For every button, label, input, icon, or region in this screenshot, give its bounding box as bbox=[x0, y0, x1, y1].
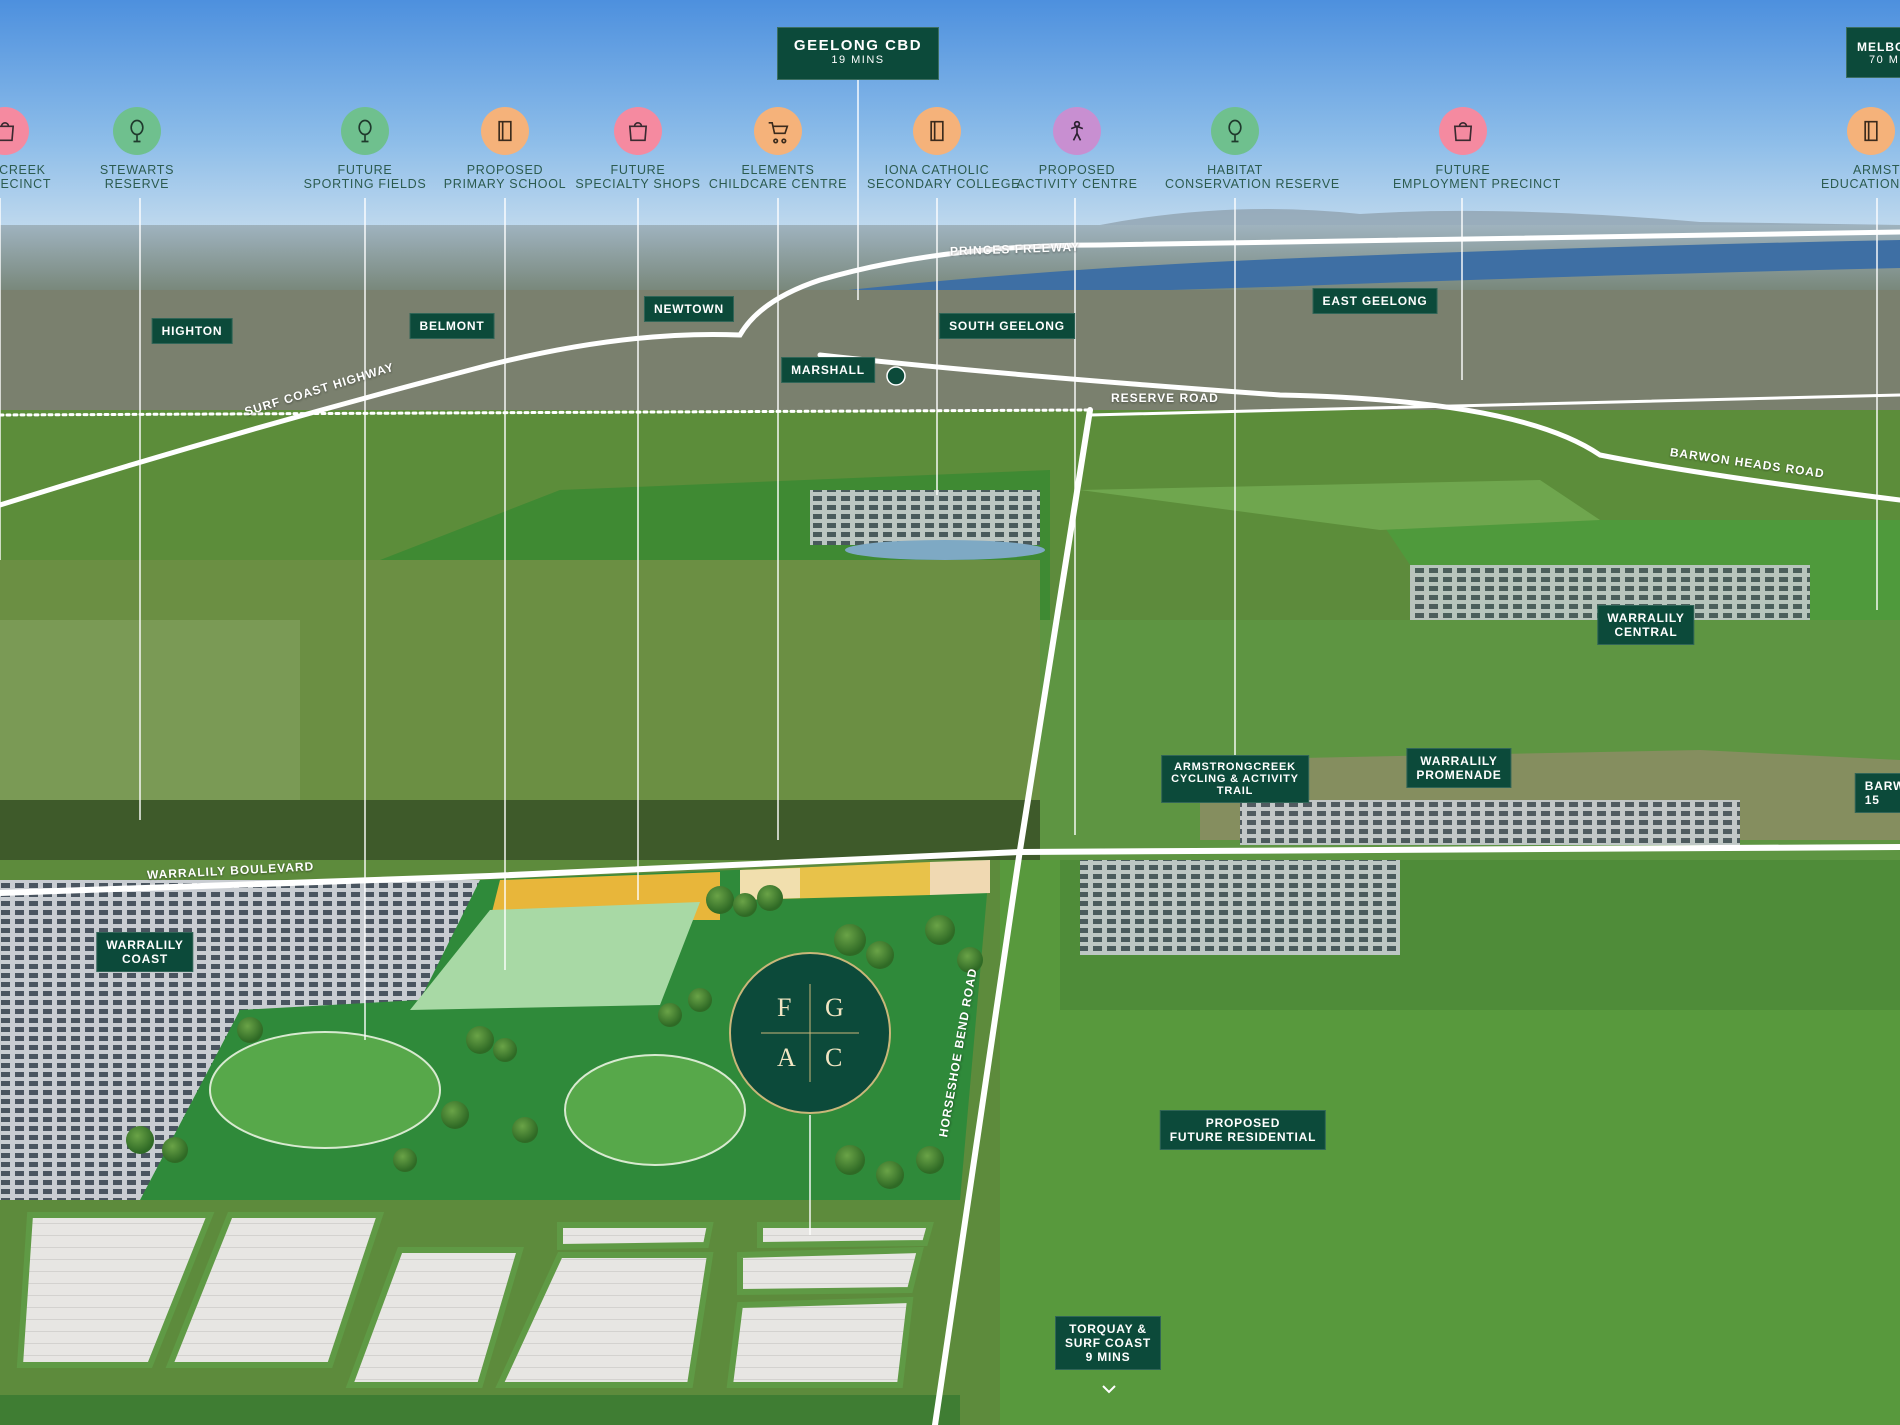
poi-line2: EMPLOYMENT PRECINCT bbox=[1393, 177, 1561, 191]
label-highton[interactable]: HIGHTON bbox=[151, 318, 233, 344]
book-icon bbox=[1864, 120, 1878, 142]
melbourne-label[interactable]: MELBO 70 MI bbox=[1846, 27, 1900, 78]
poi-circle bbox=[1847, 107, 1895, 155]
activity-icon bbox=[1070, 120, 1084, 141]
poi-line2: ACTIVITY CENTRE bbox=[1016, 177, 1138, 191]
label-armstrongcreek-trail[interactable]: ARMSTRONGCREEK CYCLING & ACTIVITY TRAIL bbox=[1161, 755, 1309, 803]
poi-proposed-activity-centre[interactable]: PROPOSED ACTIVITY CENTRE bbox=[1007, 107, 1147, 191]
poi-line2: EDUCATION PR bbox=[1821, 177, 1900, 191]
poi-stewarts-reserve[interactable]: STEWARTS RESERVE bbox=[67, 107, 207, 191]
poi-future-employment-precinct[interactable]: FUTURE EMPLOYMENT PRECINCT bbox=[1393, 107, 1561, 191]
poi-line1: ONG CREEK bbox=[0, 163, 46, 177]
poi-line1: FUTURE bbox=[337, 163, 393, 177]
poi-line2: CHILDCARE CENTRE bbox=[708, 177, 848, 191]
poi-circle bbox=[614, 107, 662, 155]
poi-elements-childcare[interactable]: ELEMENTS CHILDCARE CENTRE bbox=[708, 107, 848, 191]
logo-cross bbox=[761, 984, 859, 1082]
label-proposed-future-residential[interactable]: PROPOSED FUTURE RESIDENTIAL bbox=[1159, 1110, 1327, 1150]
poi-line2: PRIMARY SCHOOL bbox=[443, 177, 567, 191]
poi-circle bbox=[913, 107, 961, 155]
book-icon bbox=[498, 120, 512, 142]
geelong-cbd-label[interactable]: GEELONG CBD 19 MINS bbox=[777, 27, 939, 80]
logo-letter-f: F bbox=[777, 993, 793, 1022]
poi-line2: SPORTING FIELDS bbox=[303, 177, 427, 191]
poi-circle bbox=[754, 107, 802, 155]
poi-line1: FUTURE bbox=[1435, 163, 1491, 177]
poi-armstrong-education[interactable]: ARMSTRONG EDUCATION PR bbox=[1817, 107, 1900, 191]
logo-letter-a: A bbox=[777, 1043, 797, 1072]
poi-circle bbox=[341, 107, 389, 155]
label-warralily-promenade[interactable]: WARRALILY PROMENADE bbox=[1406, 748, 1512, 788]
poi-line2: CONSERVATION RESERVE bbox=[1165, 177, 1340, 191]
label-newtown[interactable]: NEWTOWN bbox=[643, 296, 735, 322]
melbourne-time: 70 MI bbox=[1869, 54, 1900, 66]
poi-habitat-conservation-reserve[interactable]: HABITAT CONSERVATION RESERVE bbox=[1165, 107, 1340, 191]
label-torquay-surf-coast[interactable]: TORQUAY & SURF COAST 9 MINS bbox=[1055, 1316, 1161, 1370]
poi-circle bbox=[113, 107, 161, 155]
melbourne-title: MELBO bbox=[1857, 40, 1900, 54]
poi-proposed-primary-school[interactable]: PROPOSED PRIMARY SCHOOL bbox=[435, 107, 575, 191]
label-south-geelong[interactable]: SOUTH GEELONG bbox=[939, 313, 1075, 339]
poi-retail-precinct[interactable]: ONG CREEK ER PRECINCT bbox=[0, 107, 75, 191]
shopping-bag-icon bbox=[1453, 122, 1473, 142]
geelong-cbd-title: GEELONG CBD bbox=[793, 37, 923, 54]
poi-circle bbox=[1439, 107, 1487, 155]
tree-icon bbox=[358, 119, 372, 143]
label-belmont[interactable]: BELMONT bbox=[409, 313, 495, 339]
tree-icon bbox=[1228, 119, 1242, 143]
shopping-bag-icon bbox=[628, 122, 648, 142]
tree-icon bbox=[130, 119, 144, 143]
chevron-down-icon bbox=[1102, 1385, 1116, 1394]
pram-icon bbox=[768, 122, 789, 144]
poi-circle bbox=[1211, 107, 1259, 155]
poi-line1: PROPOSED bbox=[1038, 163, 1116, 177]
poi-circle bbox=[0, 107, 29, 155]
poi-line1: ELEMENTS bbox=[741, 163, 815, 177]
road-reserve-road: RESERVE ROAD bbox=[1111, 391, 1219, 405]
label-warralily-central[interactable]: WARRALILY CENTRAL bbox=[1597, 605, 1695, 645]
poi-future-specialty-shops[interactable]: FUTURE SPECIALTY SHOPS bbox=[568, 107, 708, 191]
poi-future-sporting-fields[interactable]: FUTURE SPORTING FIELDS bbox=[295, 107, 435, 191]
label-warralily-coast[interactable]: WARRALILY COAST bbox=[96, 932, 194, 972]
poi-line1: STEWARTS bbox=[99, 163, 175, 177]
poi-circle bbox=[481, 107, 529, 155]
fgac-logo: F G A C bbox=[729, 952, 891, 1114]
poi-iona-catholic-college[interactable]: IONA CATHOLIC SECONDARY COLLEGE bbox=[867, 107, 1021, 191]
poi-line1: PROPOSED bbox=[466, 163, 544, 177]
poi-line2: RESERVE bbox=[104, 177, 170, 191]
label-marshall[interactable]: MARSHALL bbox=[781, 357, 875, 383]
poi-line1: IONA CATHOLIC bbox=[884, 163, 990, 177]
poi-line2: SECONDARY COLLEGE bbox=[867, 177, 1021, 191]
shopping-bag-icon bbox=[0, 122, 15, 142]
label-barwon[interactable]: BARWO 15 bbox=[1854, 773, 1900, 813]
poi-circle bbox=[1053, 107, 1101, 155]
logo-letter-g: G bbox=[825, 993, 845, 1022]
label-east-geelong[interactable]: EAST GEELONG bbox=[1312, 288, 1438, 314]
poi-line2: SPECIALTY SHOPS bbox=[575, 177, 701, 191]
poi-line1: FUTURE bbox=[610, 163, 666, 177]
poi-line2: ER PRECINCT bbox=[0, 177, 52, 191]
book-icon bbox=[930, 120, 944, 142]
poi-line1: HABITAT bbox=[1207, 163, 1263, 177]
poi-line1: ARMSTRONG bbox=[1853, 163, 1900, 177]
logo-letter-c: C bbox=[825, 1043, 844, 1072]
geelong-cbd-time: 19 MINS bbox=[831, 54, 885, 66]
